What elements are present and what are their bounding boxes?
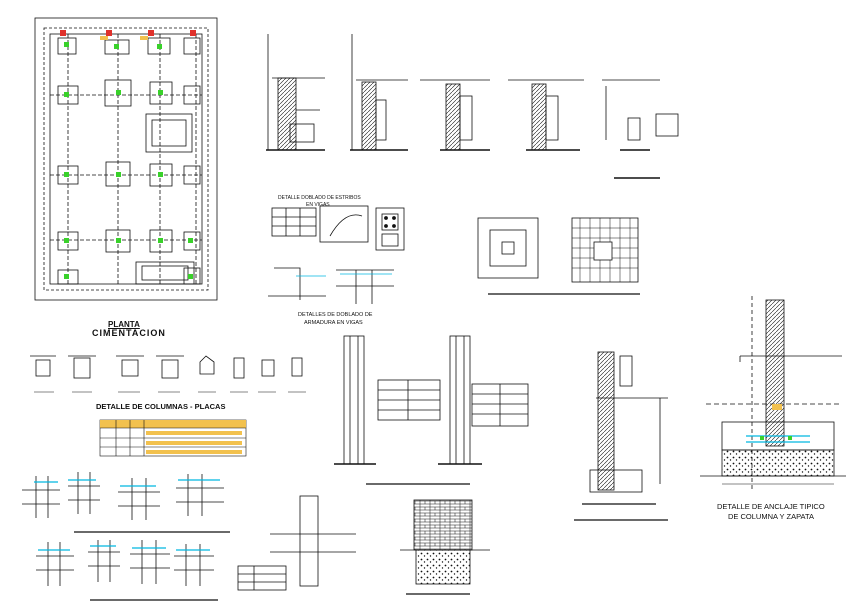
plan-title-1: PLANTA xyxy=(108,320,140,329)
column-footing-section xyxy=(574,351,668,521)
beam-detail-title-1: DETALLES DE DOBLADO DE xyxy=(298,312,373,318)
columns-title: DETALLE DE COLUMNAS - PLACAS xyxy=(96,402,226,411)
beam-detail-title-2: ARMADURA EN VIGAS xyxy=(304,320,363,326)
plan-title-2: CIMENTACION xyxy=(92,328,166,338)
anchor-detail xyxy=(700,296,846,490)
wall-footing-detail xyxy=(400,499,490,595)
stirrup-title-2: EN VIGAS xyxy=(306,202,330,208)
foundation-plan xyxy=(34,17,218,301)
column-sections xyxy=(30,355,306,393)
columns-table xyxy=(99,419,247,457)
anchor-title-2: DE COLUMNA Y ZAPATA xyxy=(728,512,814,521)
stirrup-title-1: DETALLE DOBLADO DE ESTRIBOS xyxy=(278,195,361,201)
anchor-title-1: DETALLE DE ANCLAJE TIPICO xyxy=(717,502,825,511)
column-beam-joints xyxy=(22,472,230,601)
column-elevations xyxy=(334,335,529,485)
stirrup-detail xyxy=(268,205,405,304)
wall-sections xyxy=(266,34,679,179)
footing-details xyxy=(477,217,640,295)
column-tee-detail xyxy=(237,495,356,591)
